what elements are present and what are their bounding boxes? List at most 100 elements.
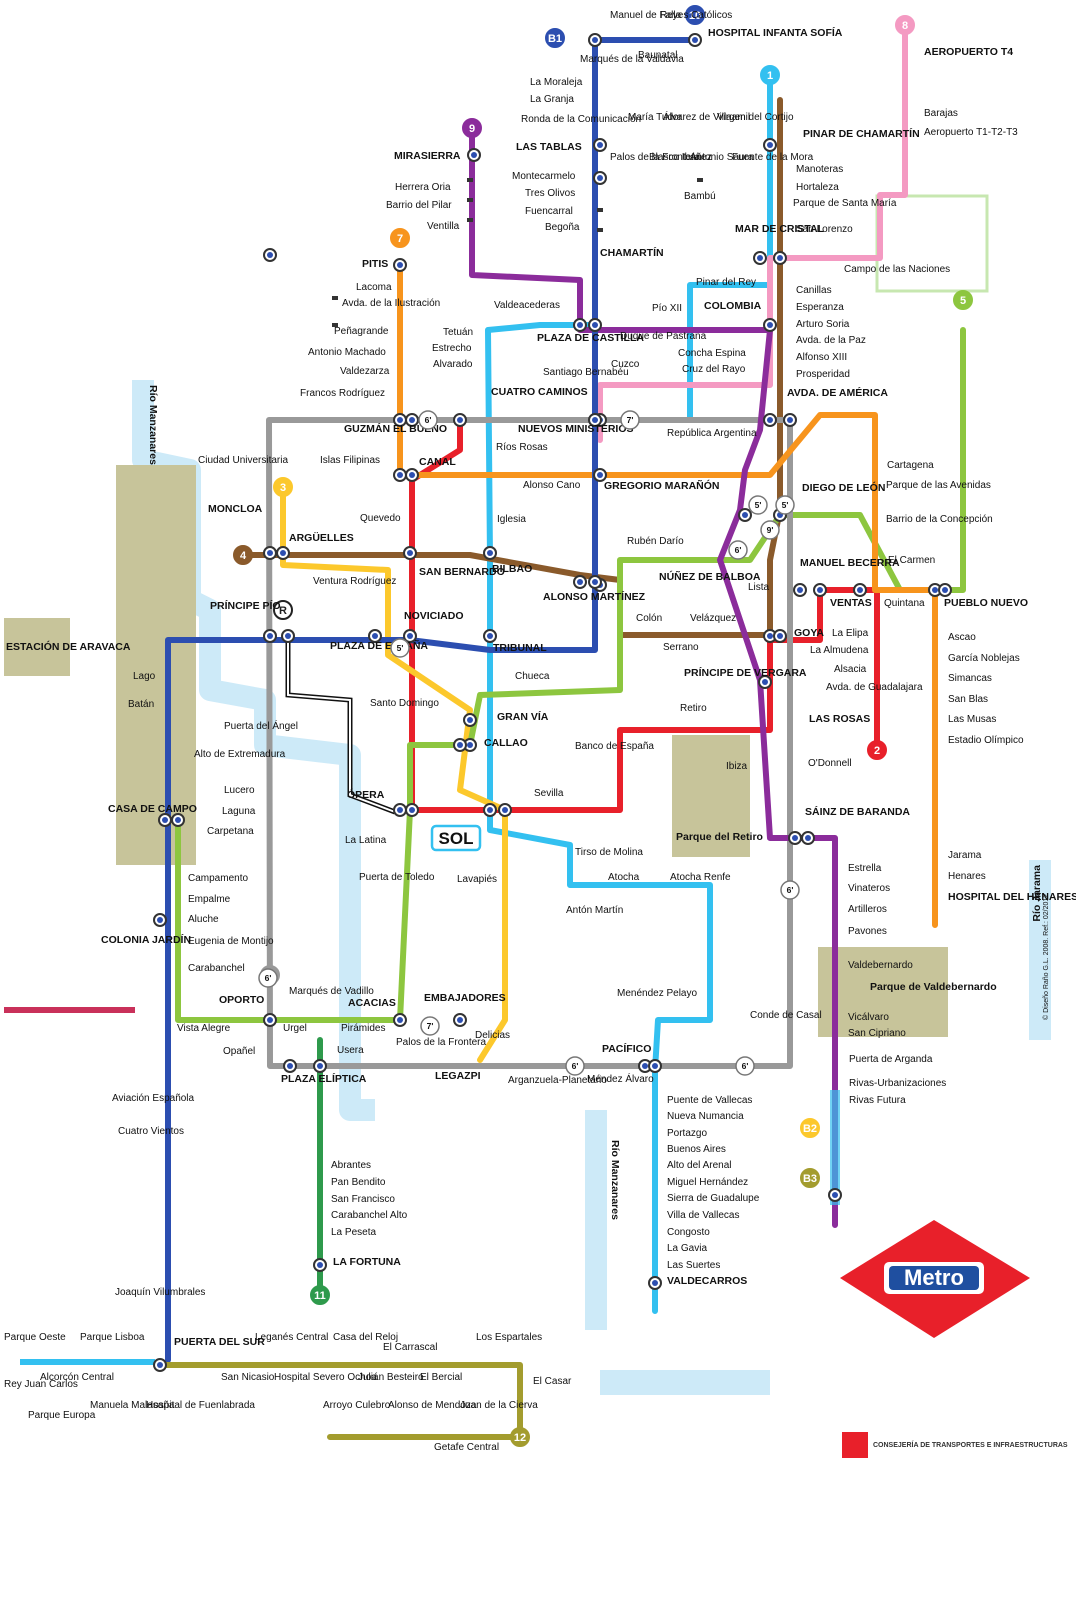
station-label: Artilleros [848, 904, 887, 915]
station-label: García Noblejas [948, 653, 1020, 664]
line-3 [280, 484, 508, 1063]
station-label: Begoña [545, 222, 580, 233]
station-label: Bambú [684, 191, 716, 202]
line-badge-label: R [279, 605, 287, 617]
station-label: Iglesia [497, 514, 526, 525]
station-label: Antón Martín [566, 905, 623, 916]
travel-time-label: 7' [427, 1021, 434, 1031]
station-label: Arroyo Culebro [323, 1400, 391, 1411]
station-interchange-core [457, 742, 463, 748]
park-label: Parque de Valdebernardo [870, 981, 997, 993]
station-label: Opañel [223, 1046, 255, 1057]
station-label: Estadio Olímpico [948, 735, 1024, 746]
station-label: Montecarmelo [512, 171, 576, 182]
line-badge-10 [685, 5, 705, 25]
travel-time-bubble [780, 880, 800, 900]
station-label: PRÍNCIPE DE VERGARA [684, 666, 807, 679]
station-label: Joaquín Vilumbrales [115, 1287, 205, 1298]
station-label: Simancas [948, 673, 992, 684]
metro-logo-text: Metro [904, 1265, 964, 1290]
station-interchange-core [457, 417, 463, 423]
station-label: Baunatal [638, 50, 677, 61]
station-label: República Argentina [667, 428, 757, 439]
station-interchange-core [857, 587, 863, 593]
station-label: PITIS [362, 258, 388, 270]
station-label: HOSPITAL DEL HENARES [948, 891, 1076, 903]
station-label: Lista [748, 582, 770, 593]
line-badges: 123456789101112RB1B2B3 [233, 5, 973, 1447]
station-interchange-core [577, 579, 583, 585]
station-label: Parque Oeste [4, 1332, 66, 1343]
station-label: Vicálvaro [848, 1012, 889, 1023]
station-interchange-core [642, 1063, 648, 1069]
station-label: Barajas [924, 108, 958, 119]
line-badge-label: 10 [689, 10, 701, 22]
station-label: Pan Bendito [331, 1177, 386, 1188]
station-label: NOVICIADO [404, 610, 464, 622]
station-label: O'Donnell [808, 758, 852, 769]
station-label: PLAZA DE ESPAÑA [330, 639, 428, 652]
station-label: Parque Lisboa [80, 1332, 145, 1343]
line-badge-label: 9 [469, 123, 475, 135]
station-interchange-core [592, 322, 598, 328]
station-interchange-core [280, 550, 286, 556]
line-badge-label: B1 [548, 33, 562, 45]
station-label: El Carmen [888, 555, 935, 566]
travel-time-label: 5' [782, 500, 789, 510]
station-label: Villa de Vallecas [667, 1210, 739, 1221]
line-badge-label: 4 [240, 550, 247, 562]
station-label: Fuente de la Mora [732, 152, 814, 163]
station-interchange-core [175, 817, 181, 823]
station-label: Aeropuerto T1-T2-T3 [924, 127, 1018, 138]
station-label: PINAR DE CHAMARTÍN [803, 127, 920, 140]
station-label: Ríos Rosas [496, 442, 548, 453]
station-label: Serrano [663, 642, 699, 653]
station-label: Quevedo [360, 513, 401, 524]
station-interchange-core [592, 37, 598, 43]
station-interchange-core [932, 587, 938, 593]
station-label: Vinateros [848, 883, 890, 894]
station-interchange-core [777, 255, 783, 261]
station-label: Atocha Renfe [670, 872, 731, 883]
river-label: Río Manzanares [147, 385, 159, 465]
station-label: AVDA. DE AMÉRICA [787, 386, 888, 399]
station-interchange-core [317, 1063, 323, 1069]
station-label: Pirámides [341, 1023, 385, 1034]
station-label: Buenos Aires [667, 1144, 726, 1155]
line-badge-label: B3 [803, 1173, 817, 1185]
station-label: LAS TABLAS [516, 141, 582, 153]
station-label: Peñagrande [334, 326, 389, 337]
station-interchange-core [592, 579, 598, 585]
station-label: Alonso Cano [523, 480, 581, 491]
station-interchange-core [817, 587, 823, 593]
station-label: Henares [948, 871, 986, 882]
station-label: Los Espartales [476, 1332, 542, 1343]
station-label: Casa del Reloj [333, 1332, 398, 1343]
station-label: Francos Rodríguez [300, 388, 385, 399]
station-tick [467, 178, 473, 182]
park-retiro [672, 735, 750, 857]
travel-time-label: 9' [767, 525, 774, 535]
station-interchange-core [502, 807, 508, 813]
station-label: CUATRO CAMINOS [491, 386, 588, 398]
station-label: La Elipa [832, 628, 869, 639]
station-interchange-core [797, 587, 803, 593]
airport-box [875, 194, 989, 293]
authority-label: CONSEJERÍA DE TRANSPORTES E INFRAESTRUCT… [873, 1440, 1068, 1449]
station-label: La Granja [530, 94, 574, 105]
station-label: LA FORTUNA [333, 1256, 401, 1268]
station-label: PRÍNCIPE PÍO [210, 599, 281, 612]
station-label: La Almudena [810, 645, 869, 656]
travel-time-bubble [258, 968, 278, 988]
station-label: Carpetana [207, 826, 254, 837]
travel-time-bubble [620, 410, 640, 430]
station-label: Miguel Hernández [667, 1177, 748, 1188]
station-label: Cartagena [887, 460, 934, 471]
station-label: Pinar del Rey [696, 277, 756, 288]
station-interchange-core [592, 417, 598, 423]
station-label: Sevilla [534, 788, 564, 799]
station-label: LAS ROSAS [809, 713, 870, 725]
station-interchange-core [597, 472, 603, 478]
rivers-layer [4, 194, 1051, 1395]
